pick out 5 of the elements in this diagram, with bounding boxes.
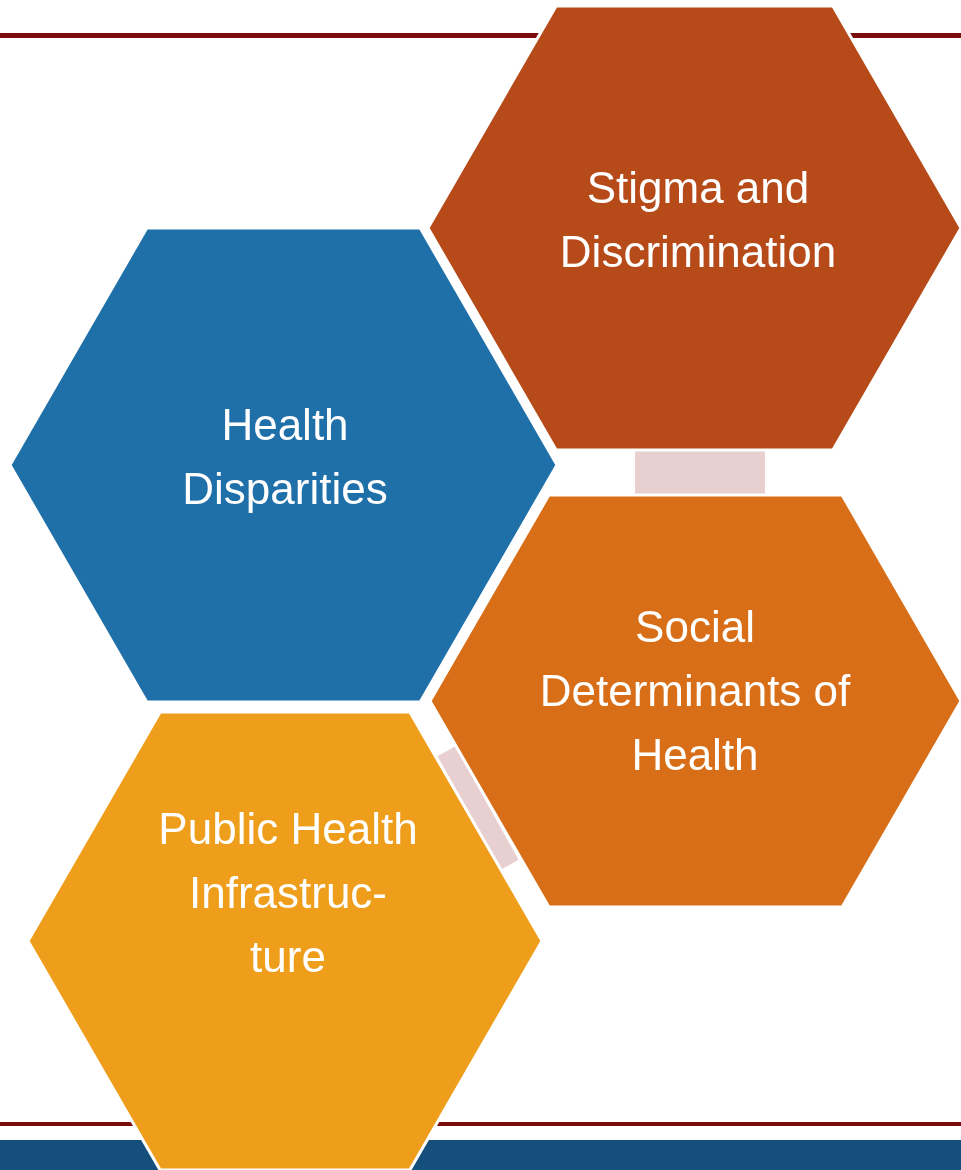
hexagon-label: Stigma and Discrimination: [558, 162, 838, 278]
hexagon-label: Public Health Infrastruc-ture: [158, 803, 418, 983]
hexagon-label: Health Disparities: [181, 399, 389, 515]
connector-band: [437, 746, 519, 870]
hexagon-label: Social Determinants of Health: [538, 601, 852, 781]
